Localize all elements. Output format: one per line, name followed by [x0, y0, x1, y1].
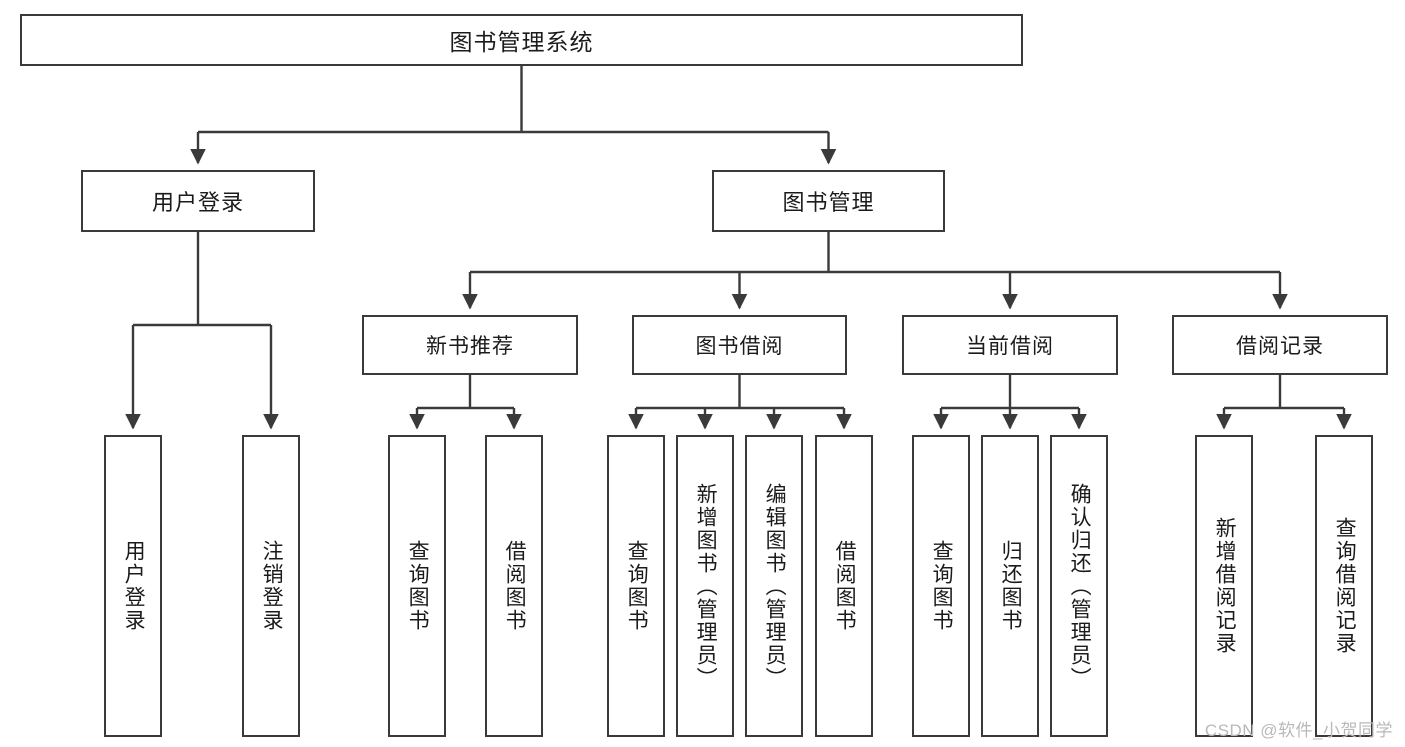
node-label: 编辑图书（管理员）: [763, 482, 787, 690]
leaf-query-book-current[interactable]: 查询图书: [912, 435, 970, 737]
node-label: 借阅图书: [503, 540, 527, 632]
node-label: 图书管理: [782, 190, 875, 215]
leaf-borrow-book[interactable]: 借阅图书: [815, 435, 873, 737]
node-label: 查询借阅记录: [1333, 517, 1357, 655]
node-current-borrow[interactable]: 当前借阅: [902, 315, 1118, 375]
node-label: 查询图书: [625, 540, 649, 632]
leaf-logout[interactable]: 注销登录: [242, 435, 300, 737]
node-label: 借阅记录: [1236, 335, 1324, 358]
node-book-management[interactable]: 图书管理: [712, 170, 945, 232]
node-borrow-record[interactable]: 借阅记录: [1172, 315, 1388, 375]
node-label: 查询图书: [930, 540, 954, 632]
leaf-query-book-borrow[interactable]: 查询图书: [607, 435, 665, 737]
node-label: 借阅图书: [833, 540, 857, 632]
node-label: 图书借阅: [695, 335, 784, 358]
leaf-user-login[interactable]: 用户登录: [104, 435, 162, 737]
node-label: 归还图书: [999, 540, 1023, 632]
node-label: 新书推荐: [426, 335, 514, 358]
leaf-borrow-book-recommend[interactable]: 借阅图书: [485, 435, 543, 737]
node-label: 新增图书（管理员）: [694, 482, 718, 690]
leaf-query-borrow-record[interactable]: 查询借阅记录: [1315, 435, 1373, 737]
node-user-login[interactable]: 用户登录: [81, 170, 315, 232]
leaf-add-book-admin[interactable]: 新增图书（管理员）: [676, 435, 734, 737]
node-label: 用户登录: [151, 190, 244, 215]
node-label: 图书管理系统: [449, 29, 594, 55]
leaf-edit-book-admin[interactable]: 编辑图书（管理员）: [745, 435, 803, 737]
leaf-add-borrow-record[interactable]: 新增借阅记录: [1195, 435, 1253, 737]
node-label: 用户登录: [122, 540, 146, 632]
node-label: 注销登录: [260, 540, 284, 632]
leaf-confirm-return-admin[interactable]: 确认归还（管理员）: [1050, 435, 1108, 737]
node-label: 查询图书: [406, 540, 430, 632]
leaf-query-book-recommend[interactable]: 查询图书: [388, 435, 446, 737]
leaf-return-book[interactable]: 归还图书: [981, 435, 1039, 737]
node-label: 新增借阅记录: [1213, 517, 1237, 655]
csdn-watermark: CSDN @软件_小贺同学: [1204, 721, 1393, 740]
node-label: 当前借阅: [966, 335, 1054, 358]
node-new-book-recommend[interactable]: 新书推荐: [362, 315, 578, 375]
node-book-borrow[interactable]: 图书借阅: [632, 315, 847, 375]
node-root-system[interactable]: 图书管理系统: [20, 14, 1023, 66]
node-label: 确认归还（管理员）: [1068, 482, 1092, 690]
